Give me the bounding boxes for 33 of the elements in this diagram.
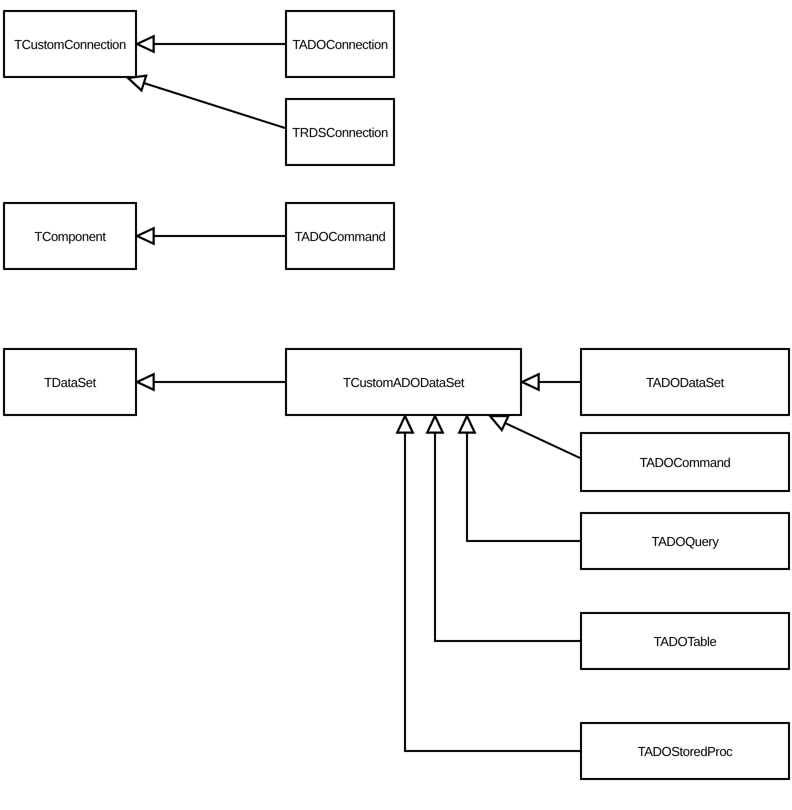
- class-box: [580, 722, 790, 780]
- class-box: [3, 348, 137, 416]
- class-name: TComponent: [34, 228, 106, 244]
- class-name: TCustomADODataSet: [342, 374, 464, 390]
- class-box: [3, 202, 137, 270]
- class-box: [580, 348, 790, 416]
- inheritance-arrow: [488, 414, 580, 459]
- class-name: TADODataSet: [646, 374, 724, 390]
- inheritance-arrow: [520, 373, 580, 391]
- class-name: TDataSet: [44, 374, 96, 390]
- class-name: TADOTable: [654, 634, 716, 648]
- class-box: [285, 202, 395, 270]
- class-box: [285, 348, 522, 416]
- inheritance-arrow: [126, 74, 286, 129]
- inheritance-arrow: [426, 414, 580, 642]
- inheritance-arrow: [396, 414, 580, 752]
- class-box: [580, 432, 790, 492]
- class-name: TADOCommand: [294, 228, 386, 244]
- class-name: TCustomConnection: [14, 36, 126, 52]
- inheritance-arrow: [136, 227, 285, 245]
- class-box: [580, 612, 790, 670]
- class-name: TRDSConnection: [292, 124, 388, 140]
- class-name: TADOStoredProc: [638, 744, 732, 758]
- class-box: [285, 10, 395, 78]
- inheritance-arrow: [136, 35, 285, 53]
- class-box: [285, 98, 395, 166]
- inheritance-arrow: [136, 373, 285, 391]
- class-name: TADOCommand: [640, 454, 730, 470]
- class-name: TADOConnection: [292, 36, 388, 52]
- class-name: TADOQuery: [652, 534, 718, 548]
- class-box: [3, 10, 137, 78]
- class-box: [580, 512, 790, 570]
- inheritance-arrow: [458, 414, 580, 542]
